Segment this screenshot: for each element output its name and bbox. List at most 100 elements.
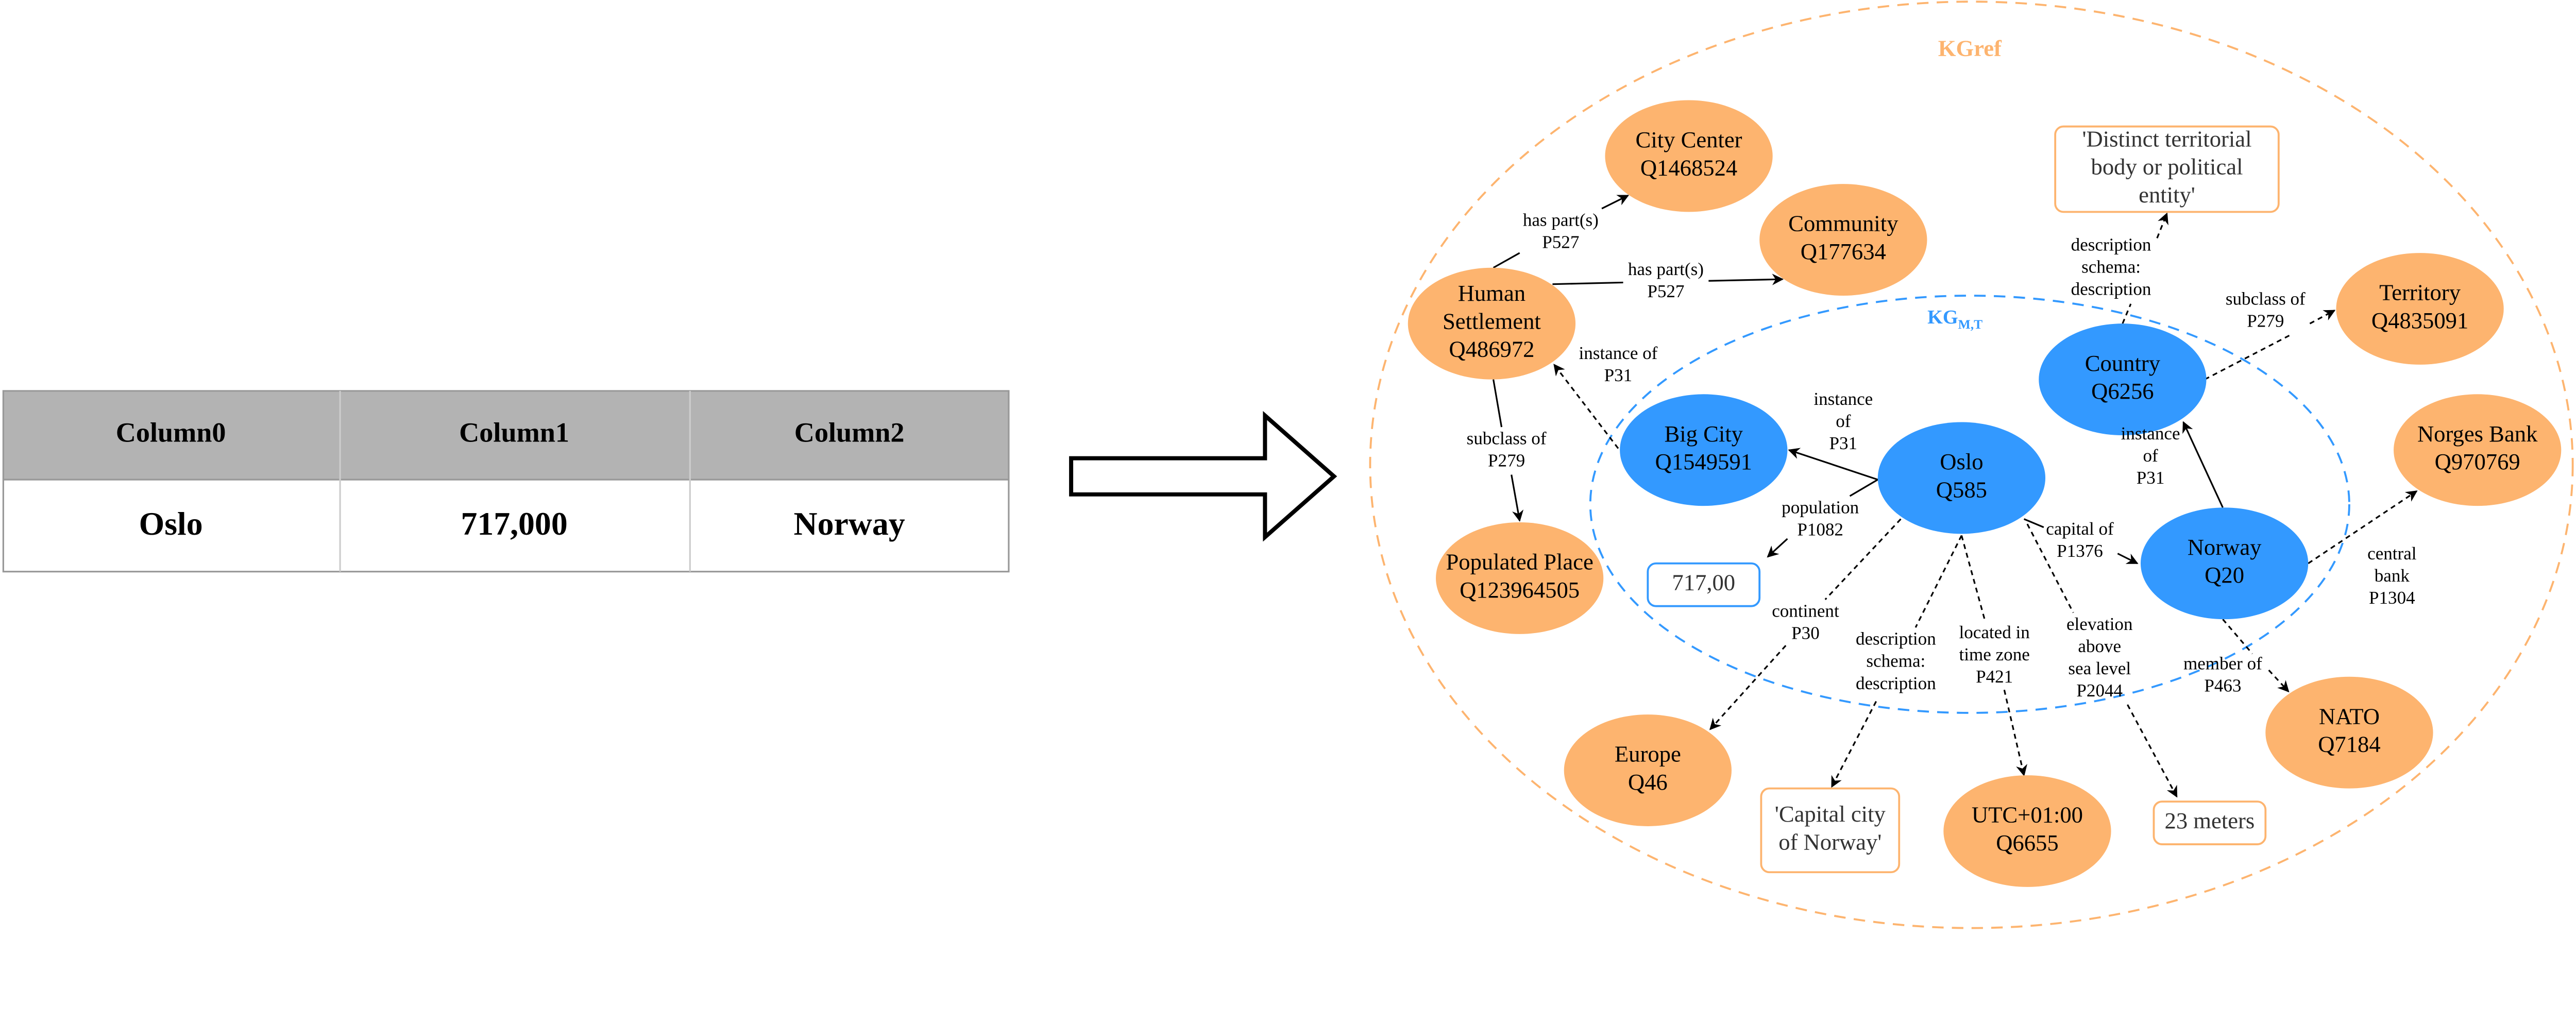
edge-label-text: P1376 (2057, 541, 2103, 561)
edge-line (1960, 535, 1986, 620)
literal-value-box[interactable]: 23 meters (2153, 800, 2267, 845)
edge-label-text: of (1836, 411, 1851, 431)
literal-box-shape (2153, 800, 2267, 845)
edge-line (2204, 334, 2291, 381)
literal-value-text: of Norway' (1778, 829, 1882, 855)
edge-label-text: description (1856, 629, 1936, 649)
entity-node-label: Community (1788, 211, 1899, 236)
entity-node-label: Q1549591 (1655, 449, 1752, 474)
edge-line (1493, 252, 1520, 269)
entity-node-shape (1564, 714, 1732, 826)
entity-node-label: NATO (2319, 703, 2380, 729)
table-body-row (3, 480, 1009, 572)
entity-node-label: Q7184 (2318, 731, 2380, 757)
literal-value-box[interactable]: 717,00 (1647, 562, 1761, 607)
edge-line (1914, 535, 1962, 628)
edge-label-text: central (2367, 543, 2417, 564)
matched-kg-label-sub: M,T (1958, 317, 1982, 332)
edge-line (1493, 379, 1503, 428)
table-cell: 717,000 (461, 505, 567, 542)
entity-node-shape (2394, 394, 2562, 506)
edge-line (2026, 523, 2074, 613)
entity-node-label: Q4835091 (2371, 308, 2468, 333)
edge-label-text: instance (1814, 389, 1873, 409)
entity-node-label: Europe (1615, 741, 1681, 767)
entity-node-label: UTC+01:00 (1972, 802, 2083, 828)
edge-label-text: population (1782, 498, 1859, 518)
entity-node-label: Norway (2188, 534, 2262, 560)
entity-node-label: Q46 (1628, 769, 1668, 795)
edge-line (1511, 474, 1524, 522)
edge-label-text: located in (1959, 622, 2030, 642)
edge-label-text: P279 (1488, 451, 1525, 471)
edge-label-text: P2044 (2076, 680, 2123, 701)
reference-kg-label: KGref (1938, 35, 2002, 61)
edge-label: has part(s)P527 (1523, 210, 1599, 252)
edge-label-text: P463 (2204, 676, 2241, 696)
edge-label-text: has part(s) (1628, 259, 1704, 279)
edge-labels: has part(s)P527 has part(s)P527 instance o… (1467, 210, 2417, 701)
entity-node-label: Q123964505 (1460, 577, 1580, 603)
entity-node-shape (2336, 253, 2504, 365)
edge-line (2182, 421, 2224, 508)
literal-box-shape (2054, 125, 2280, 213)
figure: Column0 Column1 Column2 Oslo 717,000 Nor… (2, 1, 2574, 929)
edge-line (2023, 518, 2044, 528)
edge-label-text: time zone (1959, 644, 2030, 664)
edge-label-text: P31 (2137, 468, 2165, 488)
edge-line (2308, 490, 2418, 565)
edge-line (2156, 212, 2168, 238)
edge-line (2309, 310, 2336, 325)
literal-value-text: 23 meters (2165, 808, 2255, 833)
entity-node-label: Norges Bank (2417, 421, 2538, 447)
column-header: Column1 (459, 417, 569, 448)
entity-node-shape (1620, 394, 1788, 506)
entity-node-label: Big City (1665, 421, 1743, 447)
edge-label-text: description (2071, 234, 2151, 254)
literal-value-text: 717,00 (1672, 569, 1735, 595)
entity-node-shape (2140, 507, 2309, 620)
edge-label-text: member of (2183, 653, 2262, 673)
source-table: Column0 Column1 Column2 Oslo 717,000 Nor… (2, 390, 1010, 573)
entity-node-label: Q486972 (1449, 336, 1534, 362)
entity-node-label: Q6256 (2091, 378, 2154, 404)
edge-line (1767, 538, 1788, 558)
literal-value-text: 'Distinct territorial (2082, 126, 2251, 151)
edge-label: has part(s)P527 (1628, 259, 1704, 301)
edge-label-text: of (2143, 446, 2158, 466)
entity-node-shape (2039, 323, 2207, 436)
edge-label-text: has part(s) (1523, 210, 1599, 230)
entity-node-label: Q20 (2205, 562, 2244, 588)
edge-label-text: P279 (2247, 311, 2284, 331)
entity-node-label: Q177634 (1801, 238, 1886, 264)
edge-line (1552, 281, 1623, 285)
entity-node-shape (2265, 676, 2433, 789)
edge-label-text: description (2071, 279, 2151, 299)
entity-node-shape (1435, 522, 1604, 634)
edge-line (2117, 553, 2139, 565)
